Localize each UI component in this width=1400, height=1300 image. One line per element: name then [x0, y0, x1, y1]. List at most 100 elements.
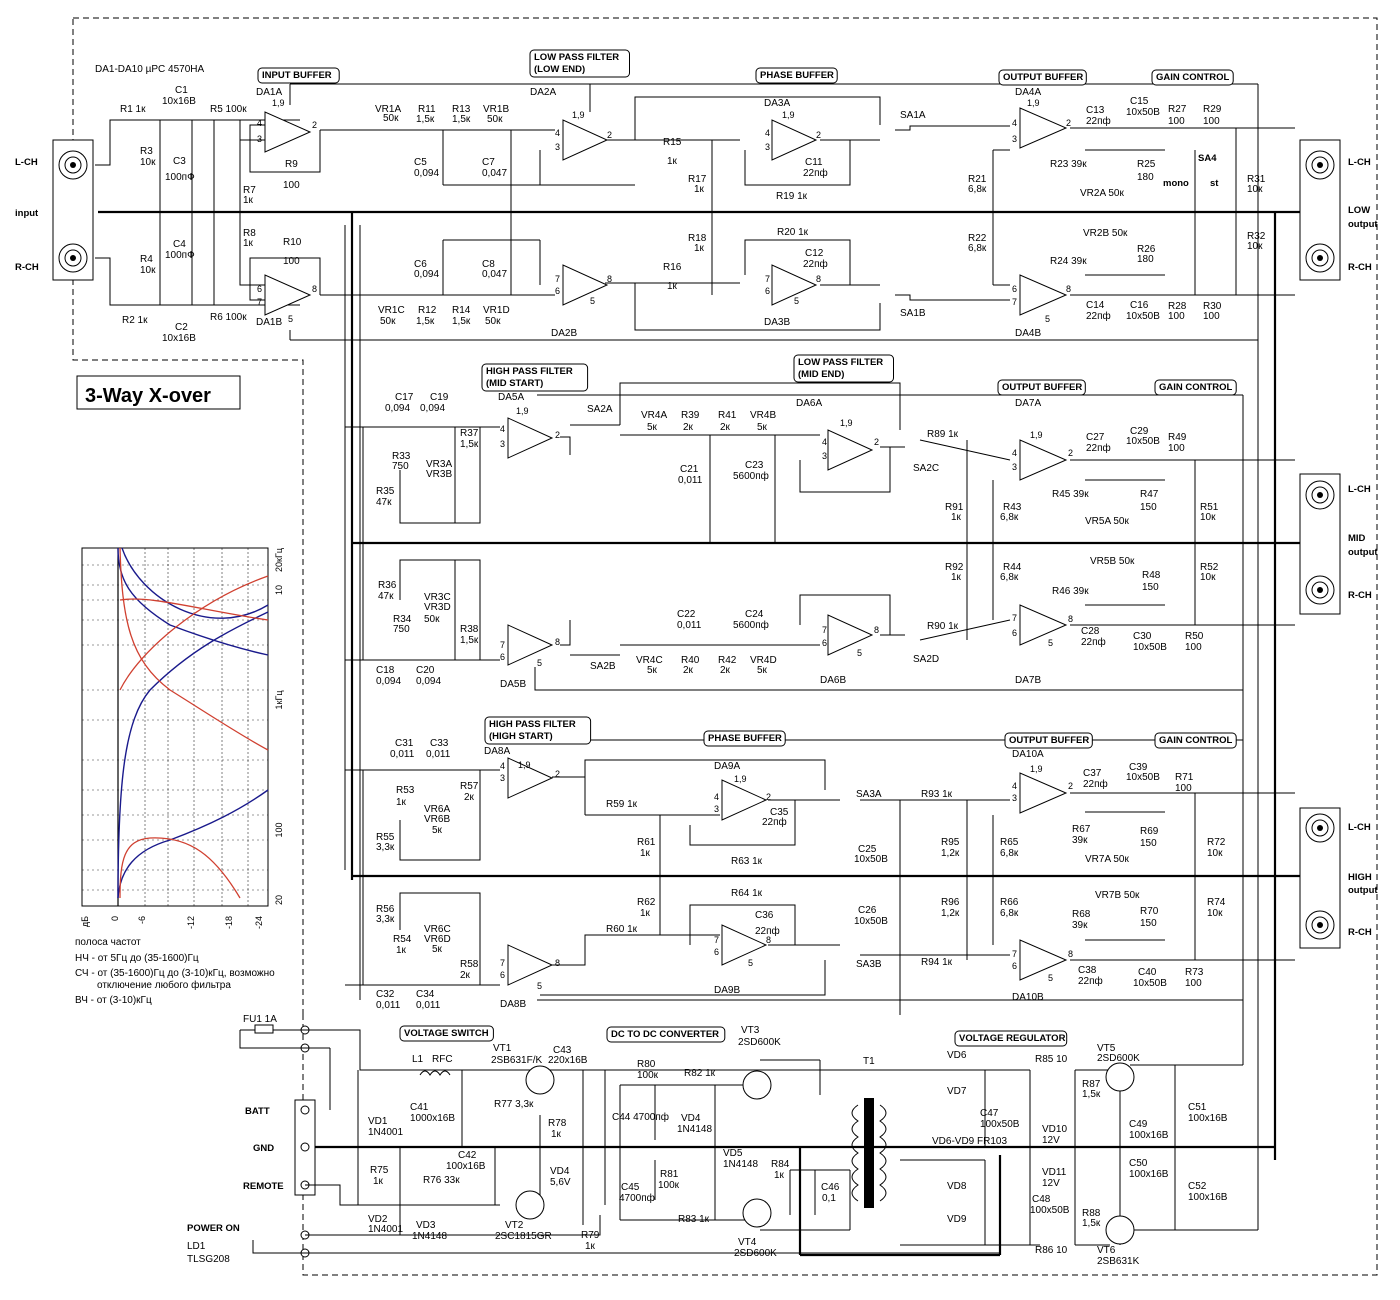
component-label: 100x16В — [1129, 1169, 1169, 1180]
component-label: VR5A 50к — [1085, 516, 1129, 527]
component-label: 100x16В — [446, 1161, 486, 1172]
freq-note-0: полоса частот — [75, 937, 141, 948]
component-label: VR6B — [424, 814, 450, 825]
component-label: R9 — [285, 159, 298, 170]
input-label: input — [15, 208, 39, 219]
component-label: 1000x16В — [410, 1113, 455, 1124]
component-label: 10x50В — [1133, 642, 1167, 653]
freq-note-3: отключение любого фильтра — [97, 979, 231, 991]
component-label: R52 — [1200, 562, 1219, 573]
component-label: 10x50В — [1126, 436, 1160, 447]
component-label: 2SD600K — [738, 1037, 781, 1048]
component-label: R33 — [392, 451, 411, 462]
high-section-wiring — [345, 739, 1295, 1015]
rca-input-connectors — [52, 139, 94, 281]
component-label: C52 — [1188, 1181, 1207, 1192]
component-label: R84 — [771, 1159, 790, 1170]
component-label: 50к — [487, 114, 503, 125]
component-label: 22пф — [1086, 442, 1111, 454]
freq-note-2: СЧ - от (35-1600)Гц до (3-10)кГц, возмож… — [75, 968, 275, 979]
component-label: VR2B 50к — [1083, 228, 1128, 239]
component-label: R20 1к — [777, 227, 809, 238]
component-label: C16 — [1130, 300, 1149, 311]
input-l-label: L-CH — [15, 157, 38, 168]
component-label: C28 — [1081, 626, 1100, 637]
component-label: 100x16В — [1188, 1192, 1228, 1203]
component-label: 1к — [774, 1170, 785, 1181]
component-label: R41 — [718, 410, 737, 421]
pin-number: 5 — [590, 296, 595, 306]
component-label: 1к — [667, 156, 678, 167]
component-label: R15 — [663, 137, 682, 148]
header-hpf-high-start: HIGH PASS FILTER(HIGH START) — [484, 716, 592, 745]
component-label: C17 — [395, 392, 414, 403]
component-label: 100к — [637, 1070, 659, 1081]
component-label: C6 — [414, 259, 427, 270]
component-label: 1к — [640, 848, 651, 859]
component-label: R94 1к — [921, 957, 953, 968]
component-label: VR3B — [426, 469, 452, 480]
pin-number: 2 — [555, 769, 560, 779]
component-label: R71 — [1175, 772, 1194, 783]
header-gain-control-1: GAIN CONTROL — [1151, 69, 1234, 86]
component-label: C4 — [173, 239, 186, 250]
component-label: R29 — [1203, 104, 1222, 115]
header-text: HIGH PASS FILTER — [489, 719, 576, 730]
component-label: 1,5к — [452, 114, 471, 125]
component-label: 1к — [396, 945, 407, 956]
component-label: C47 — [980, 1108, 999, 1119]
component-label: 6,8к — [1000, 572, 1019, 583]
component-label: 100 — [283, 256, 300, 267]
component-label: R49 — [1168, 432, 1187, 443]
rca-high-output-connectors — [1299, 807, 1341, 949]
component-label: R67 — [1072, 824, 1091, 835]
component-label: R26 — [1137, 244, 1156, 255]
component-label: VR3D — [424, 602, 451, 613]
component-label: VR6C — [424, 924, 451, 935]
component-label: 10к — [140, 157, 156, 168]
component-label: R82 1к — [684, 1068, 716, 1079]
component-label: R88 — [1082, 1208, 1101, 1219]
component-label: 0,011 — [678, 475, 703, 486]
header-output-buffer-3: OUTPUT BUFFER — [1004, 732, 1093, 749]
component-label: R4 — [140, 254, 153, 265]
component-label: C40 — [1138, 967, 1157, 978]
pin-number: 1,9 — [782, 110, 795, 120]
header-text: OUTPUT BUFFER — [1003, 72, 1083, 83]
pin-number: 2 — [1066, 118, 1071, 128]
component-label: R31 — [1247, 174, 1266, 185]
component-label: 39к — [1072, 835, 1088, 846]
component-label: C2 — [175, 322, 188, 333]
graph-x-tick: 20кГц — [274, 548, 284, 572]
pin-number: 3 — [257, 134, 262, 144]
header-text: PHASE BUFFER — [760, 70, 834, 81]
component-label: 3,3к — [376, 842, 395, 853]
component-label: C42 — [458, 1150, 477, 1161]
pin-number: 1,9 — [1027, 98, 1040, 108]
header-gain-control-2: GAIN CONTROL — [1154, 379, 1237, 396]
component-label: C12 — [805, 248, 824, 259]
component-label: C29 — [1130, 426, 1149, 437]
pin-number: 7 — [1012, 613, 1017, 623]
freq-note-4: ВЧ - от (3-10)кГц — [75, 995, 152, 1006]
component-label: R14 — [452, 305, 471, 316]
component-label: 180 — [1137, 172, 1154, 183]
pin-number: 8 — [816, 274, 821, 284]
component-label: 5к — [757, 665, 768, 676]
component-label: R2 1к — [122, 315, 148, 326]
component-label: VR1D — [483, 305, 510, 316]
rca-mid-output-connectors — [1299, 473, 1341, 615]
component-label: 100x16В — [1129, 1130, 1169, 1141]
component-label: 50к — [380, 316, 396, 327]
component-label: 2SB631K — [1097, 1256, 1140, 1267]
component-label: 10x50В — [854, 916, 888, 927]
component-label: VR1B — [483, 104, 509, 115]
batt-label: BATT — [245, 1106, 270, 1117]
fuse-label: FU1 1A — [243, 1014, 277, 1025]
component-label: 2к — [464, 792, 475, 803]
component-label: 1к — [640, 908, 651, 919]
component-label: 2к — [460, 970, 471, 981]
component-label: 22пф — [755, 925, 780, 937]
component-label: 0,094 — [416, 676, 441, 687]
